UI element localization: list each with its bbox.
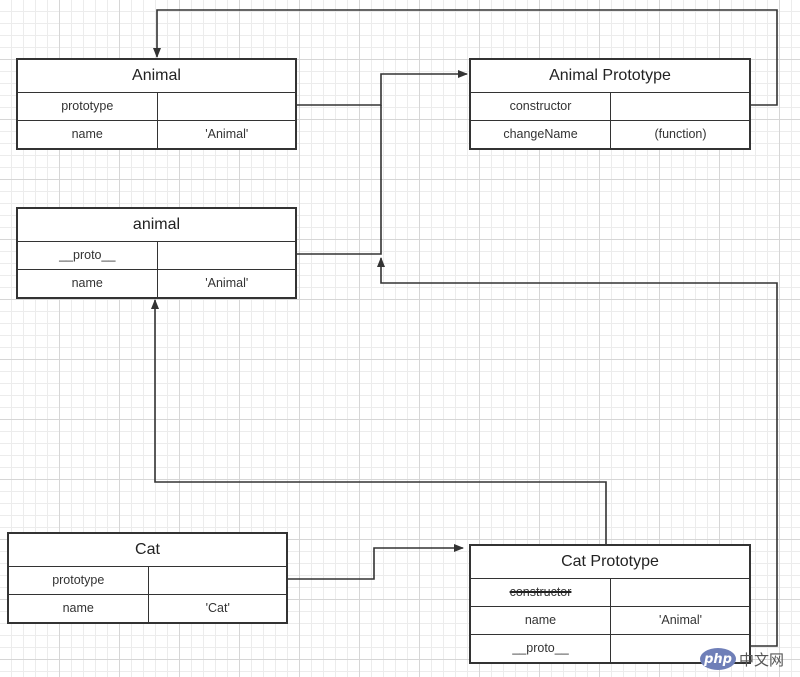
table-row: changeName (function) xyxy=(471,120,749,148)
box-title: Animal xyxy=(18,60,295,93)
property-value xyxy=(158,242,297,269)
cat-prototype-box[interactable]: Cat Prototype constructor name 'Animal' … xyxy=(469,544,751,664)
table-row: name 'Cat' xyxy=(9,594,286,622)
property-value: 'Animal' xyxy=(659,613,702,627)
property-key: __proto__ xyxy=(471,635,611,662)
property-value: 'Animal' xyxy=(205,127,249,141)
property-value xyxy=(149,567,288,594)
table-row: __proto__ xyxy=(471,634,749,662)
animal-prototype-box[interactable]: Animal Prototype constructor changeName … xyxy=(469,58,751,150)
box-title: animal xyxy=(18,209,295,242)
property-key-struck: constructor xyxy=(471,579,611,606)
table-row: name 'Animal' xyxy=(18,269,295,297)
property-value xyxy=(611,579,750,606)
property-key: name xyxy=(471,607,611,634)
property-value: 'Cat' xyxy=(205,601,230,615)
property-key: prototype xyxy=(18,93,158,120)
property-key: prototype xyxy=(9,567,149,594)
property-value xyxy=(158,93,297,120)
property-value: (function) xyxy=(654,127,707,141)
property-key: name xyxy=(9,595,149,622)
property-key: __proto__ xyxy=(18,242,158,269)
table-row: __proto__ xyxy=(18,242,295,269)
property-key: name xyxy=(18,121,158,148)
table-row: name 'Animal' xyxy=(471,606,749,634)
watermark-logo: php 中文网 xyxy=(700,646,784,672)
table-row: name 'Animal' xyxy=(18,120,295,148)
box-title: Cat xyxy=(9,534,286,567)
property-value xyxy=(611,93,750,120)
cat-constructor-box[interactable]: Cat prototype name 'Cat' xyxy=(7,532,288,624)
arrow-cat-prototype-to-animal xyxy=(151,299,607,545)
property-key: constructor xyxy=(471,93,611,120)
table-row: prototype xyxy=(18,93,295,120)
table-row: constructor xyxy=(471,93,749,120)
php-logo-icon: php xyxy=(700,648,736,670)
animal-instance-box[interactable]: animal __proto__ name 'Animal' xyxy=(16,207,297,299)
table-row: constructor xyxy=(471,579,749,606)
watermark-text: 中文网 xyxy=(739,651,785,669)
property-value: 'Animal' xyxy=(205,276,249,290)
property-key: name xyxy=(18,270,158,297)
table-row: prototype xyxy=(9,567,286,594)
box-title: Cat Prototype xyxy=(471,546,749,579)
box-title: Animal Prototype xyxy=(471,60,749,93)
animal-constructor-box[interactable]: Animal prototype name 'Animal' xyxy=(16,58,297,150)
property-key: changeName xyxy=(471,121,611,148)
